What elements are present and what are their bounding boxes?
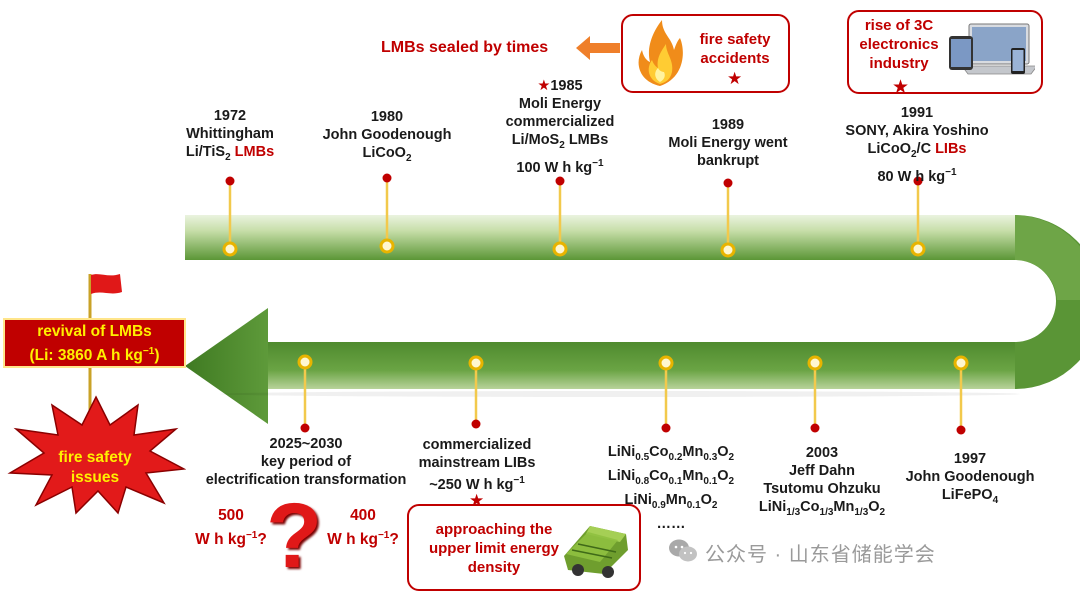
star-icon: ★ xyxy=(727,69,743,88)
pin-1972 xyxy=(222,176,238,257)
revival-text: revival of LMBs (Li: 3860 A h kg−1) xyxy=(29,323,160,365)
flame-icon xyxy=(638,20,683,86)
flag-pole-icon xyxy=(88,368,92,413)
explosion-icon xyxy=(7,395,186,515)
revival-box xyxy=(3,318,186,368)
event-1985: ★1985 Moli Energy commercialized Li/MoS2… xyxy=(505,78,615,176)
pin-1989 xyxy=(720,178,736,258)
upper-limit-text: approaching the upper limit energy densi… xyxy=(428,521,560,576)
event-1991: 1991 SONY, Akira Yoshino LiCoO2/C LIBs 8… xyxy=(845,105,989,185)
q500-label: 500 W h kg−1? xyxy=(195,507,267,549)
watermark: 公众号 · 山东省储能学会 xyxy=(705,544,936,566)
pin-1980 xyxy=(379,173,395,254)
rise-3c-text: rise of 3C electronics industry xyxy=(859,17,939,72)
q400-label: 400 W h kg−1? xyxy=(327,507,399,549)
pin-ncm xyxy=(658,355,674,433)
event-2003: 2003 Jeff Dahn Tsutomu Ohzuku LiNi1/3Co1… xyxy=(758,445,886,518)
pin-1991 xyxy=(910,176,926,257)
devices-icon xyxy=(949,23,1035,75)
event-1972: 1972 Whittingham Li/TiS2 LMBs xyxy=(185,108,275,163)
sealed-label: LMBs sealed by times xyxy=(381,39,549,56)
star-icon: ★ xyxy=(892,77,910,98)
fire-accidents-text: fire safety accidents xyxy=(699,31,771,67)
question-mark-icon: ? xyxy=(266,485,323,587)
fire-issues-text: fire safety issues xyxy=(58,449,132,486)
battery-car-icon xyxy=(564,526,628,578)
event-ncm: LiNi0.5Co0.2Mn0.3O2 LiNi0.8Co0.1Mn0.1O2 … xyxy=(607,444,735,532)
event-2025: 2025~2030 key period of electrification … xyxy=(205,436,407,488)
wechat-icon xyxy=(669,539,697,562)
pin-2025 xyxy=(297,354,313,433)
left-arrow-icon xyxy=(576,36,620,60)
star-icon: ★ xyxy=(537,78,551,94)
event-1980: 1980 John Goodenough LiCoO2 xyxy=(322,109,452,164)
flag-icon xyxy=(88,274,122,320)
pin-mainstream xyxy=(468,355,484,429)
event-1997: 1997 John Goodenough LiFePO4 xyxy=(905,451,1035,506)
pin-1985 xyxy=(552,176,568,257)
pin-2003 xyxy=(807,355,823,433)
event-1989: 1989 Moli Energy went bankrupt xyxy=(668,117,788,169)
pin-1997 xyxy=(953,355,969,435)
event-mainstream: commercialized mainstream LIBs ~250 W h … xyxy=(418,437,536,493)
